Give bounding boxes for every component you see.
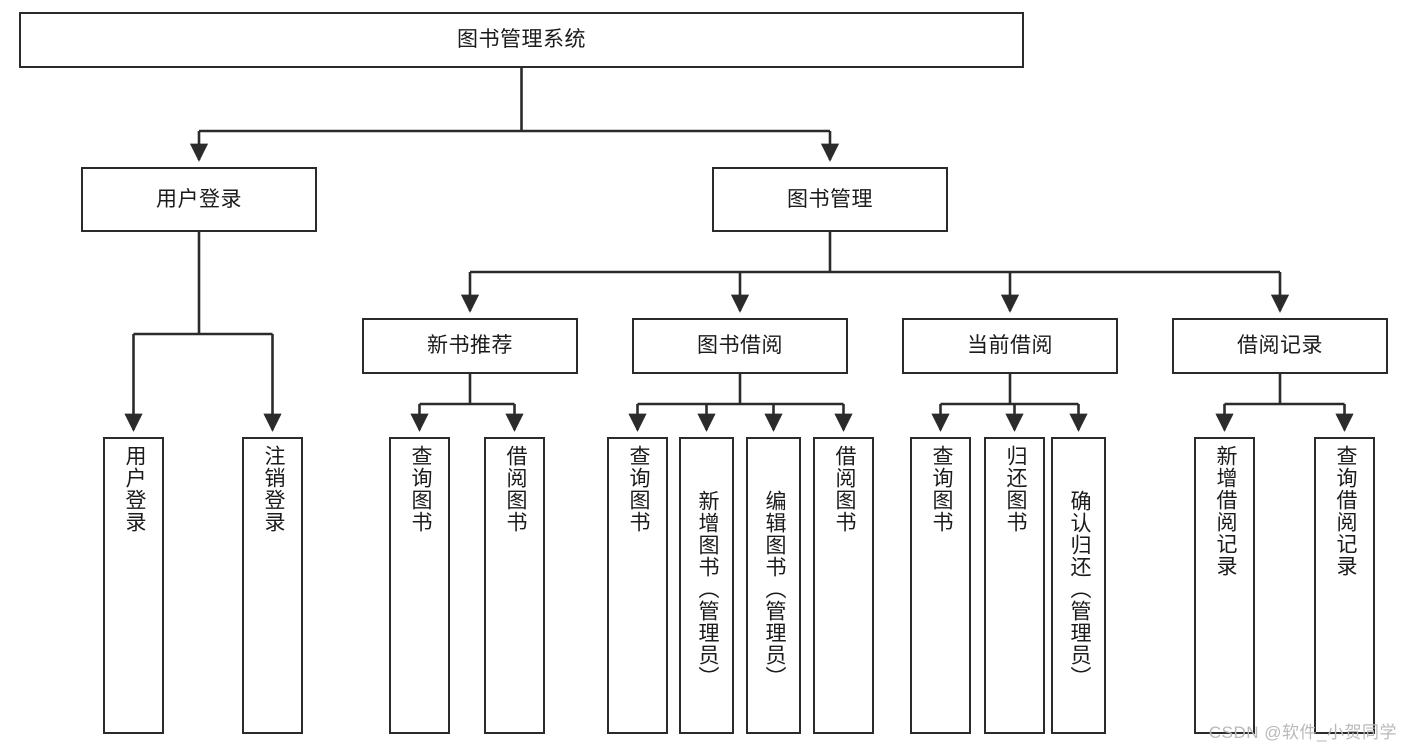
node-book-management[interactable]: 图书管理: [712, 167, 948, 232]
csdn-watermark: CSDN @软件_小贺同学: [1208, 723, 1397, 742]
node-label: 查询借阅记录: [1333, 445, 1357, 577]
node-label: 当前借阅: [967, 334, 1053, 358]
leaf-query-book-newbook[interactable]: 查询图书: [389, 437, 450, 734]
leaf-add-borrow-record[interactable]: 新增借阅记录: [1194, 437, 1255, 734]
node-label: 注销登录: [261, 445, 285, 533]
node-borrow-records[interactable]: 借阅记录: [1172, 318, 1388, 374]
node-label: 图书借阅: [697, 334, 783, 358]
node-label: 借阅图书: [832, 445, 856, 533]
node-label: 查询图书: [626, 445, 650, 533]
leaf-return-book[interactable]: 归还图书: [984, 437, 1045, 734]
node-label: 借阅记录: [1237, 334, 1323, 358]
node-label: 用户登录: [156, 187, 242, 211]
leaf-borrow-book-newbook[interactable]: 借阅图书: [484, 437, 545, 734]
node-label: 确认归还（管理员）: [1067, 489, 1091, 688]
leaf-confirm-return-admin[interactable]: 确认归还（管理员）: [1051, 437, 1106, 734]
leaf-query-borrow-record[interactable]: 查询借阅记录: [1314, 437, 1375, 734]
node-label: 查询图书: [929, 445, 953, 533]
node-label: 新书推荐: [427, 334, 513, 358]
node-label: 图书管理: [787, 187, 873, 211]
leaf-user-login[interactable]: 用户登录: [103, 437, 164, 734]
node-label: 查询图书: [408, 445, 432, 533]
node-label: 图书管理系统: [457, 28, 586, 52]
leaf-query-book-borrow[interactable]: 查询图书: [607, 437, 668, 734]
node-user-login[interactable]: 用户登录: [81, 167, 317, 232]
leaf-add-book-admin[interactable]: 新增图书（管理员）: [679, 437, 734, 734]
node-book-borrow[interactable]: 图书借阅: [632, 318, 848, 374]
node-label: 新增图书（管理员）: [695, 489, 719, 688]
node-label: 归还图书: [1003, 445, 1027, 533]
node-new-book-recommend[interactable]: 新书推荐: [362, 318, 578, 374]
node-label: 编辑图书（管理员）: [762, 489, 786, 688]
leaf-query-book-current[interactable]: 查询图书: [910, 437, 971, 734]
leaf-borrow-book[interactable]: 借阅图书: [813, 437, 874, 734]
node-label: 新增借阅记录: [1213, 445, 1237, 577]
leaf-edit-book-admin[interactable]: 编辑图书（管理员）: [746, 437, 801, 734]
leaf-logout[interactable]: 注销登录: [242, 437, 303, 734]
node-label: 用户登录: [122, 445, 146, 533]
node-current-borrow[interactable]: 当前借阅: [902, 318, 1118, 374]
node-root-system[interactable]: 图书管理系统: [19, 12, 1024, 68]
node-label: 借阅图书: [503, 445, 527, 533]
